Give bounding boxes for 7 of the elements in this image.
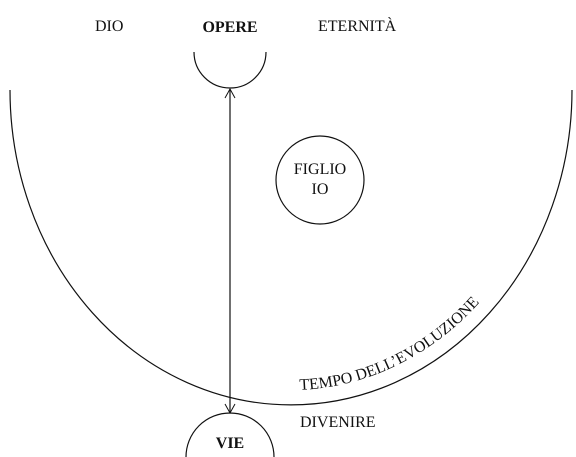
node-label: OPERE: [201, 18, 259, 38]
node-label: VIE: [214, 434, 246, 454]
text-label: ETERNITÀ: [318, 18, 396, 36]
text-label: DIO: [95, 18, 124, 36]
text-label: DIVENIRE: [300, 414, 376, 432]
double-arrow: [224, 88, 236, 414]
node-label: FIGLIO IO: [292, 160, 348, 200]
